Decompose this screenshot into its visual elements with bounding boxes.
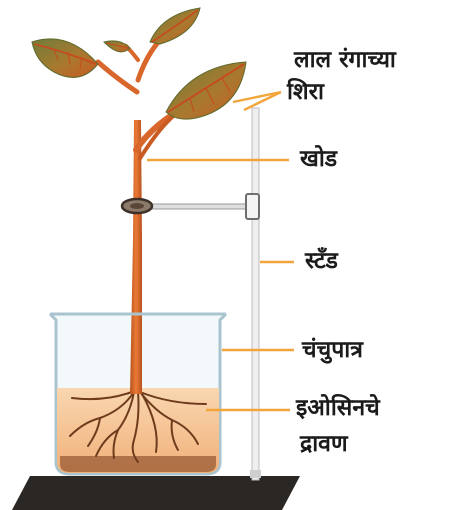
clamp-holder [246, 194, 259, 219]
stem [130, 120, 142, 394]
stand-rod [252, 108, 259, 480]
clamp-ring-inner [130, 203, 144, 209]
label-red-veins-line1: लाल रंगाच्या [294, 44, 396, 76]
leaf-top [150, 8, 200, 44]
label-beaker: चंचुपात्र [302, 334, 363, 366]
leaf-right [166, 62, 246, 119]
label-red-veins-line2: शिरा [287, 76, 324, 108]
clamp-arm [146, 204, 250, 209]
branch-left [98, 62, 137, 92]
label-stem: खोड [300, 143, 337, 175]
label-eosin-line2: द्रावण [300, 428, 348, 460]
leaf-small [104, 41, 130, 52]
label-eosin-line1: इओसिनचे [296, 392, 380, 424]
label-stand: स्टँड [305, 245, 338, 277]
stand-foot [250, 470, 261, 478]
base-platform [12, 476, 300, 510]
beaker-bottom-shadow [60, 456, 216, 472]
branch-top-right [138, 40, 160, 80]
pointer-veins [233, 92, 281, 110]
leaf-left [32, 39, 98, 78]
